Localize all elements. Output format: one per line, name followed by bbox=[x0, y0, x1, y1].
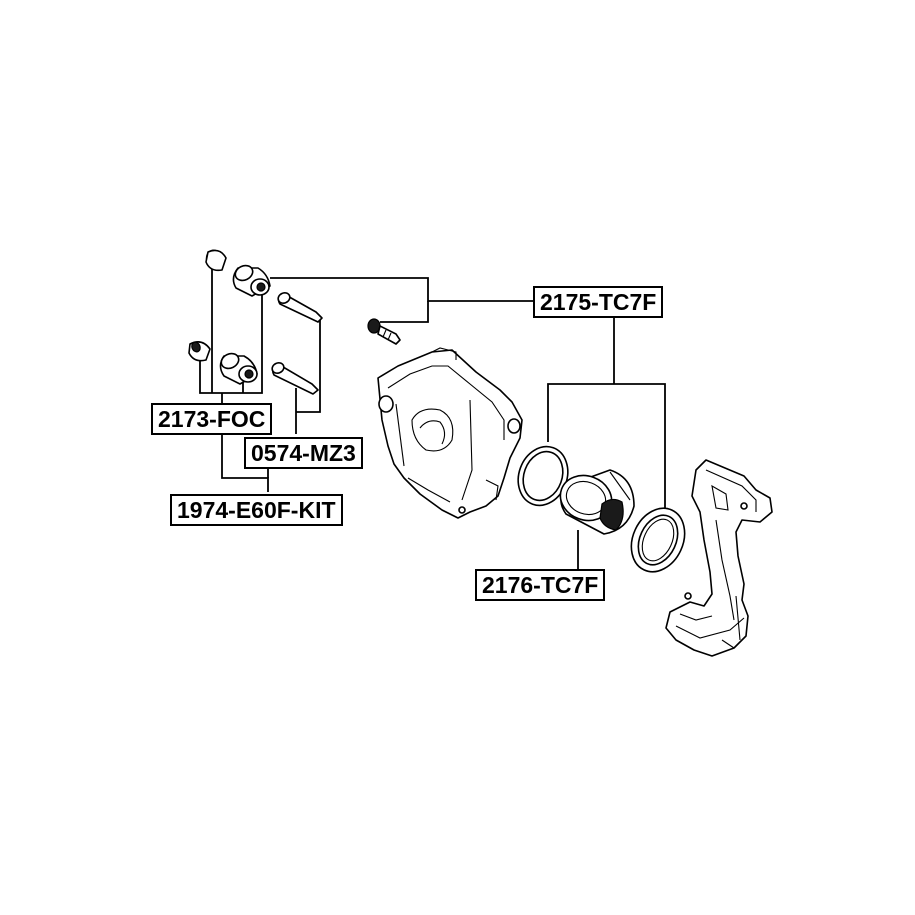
guide-pin-lower bbox=[271, 362, 319, 395]
label-guide-pin: 0574-MZ3 bbox=[244, 437, 363, 469]
guide-pin-upper bbox=[277, 292, 323, 323]
label-piston: 2176-TC7F bbox=[475, 569, 606, 601]
piston-seal-ring bbox=[517, 445, 569, 507]
caliper-bracket bbox=[665, 459, 773, 657]
piston bbox=[559, 469, 635, 535]
caliper-housing bbox=[377, 347, 523, 519]
guide-sleeve-lower bbox=[219, 352, 258, 385]
label-piston-seal-kit: 2175-TC7F bbox=[533, 286, 664, 318]
guide-sleeve-upper bbox=[232, 264, 271, 297]
label-guide-sleeve-kit: 2173-FOC bbox=[151, 403, 273, 435]
dust-cap-upper bbox=[205, 249, 227, 272]
dust-boot bbox=[630, 507, 686, 573]
bleeder-screw bbox=[367, 318, 401, 345]
label-repair-kit: 1974-E60F-KIT bbox=[170, 494, 343, 526]
dust-cap-lower bbox=[188, 341, 211, 362]
leader-lines bbox=[199, 262, 666, 570]
